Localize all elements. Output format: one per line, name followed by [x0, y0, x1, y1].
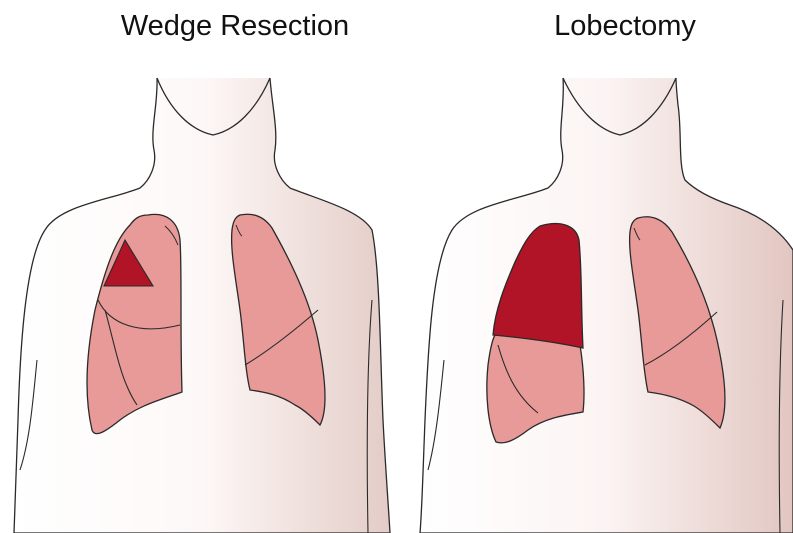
torso-left — [14, 78, 390, 533]
torso-right — [420, 78, 793, 533]
wedge-resection-figure — [14, 78, 390, 533]
lobectomy-figure — [420, 78, 793, 533]
